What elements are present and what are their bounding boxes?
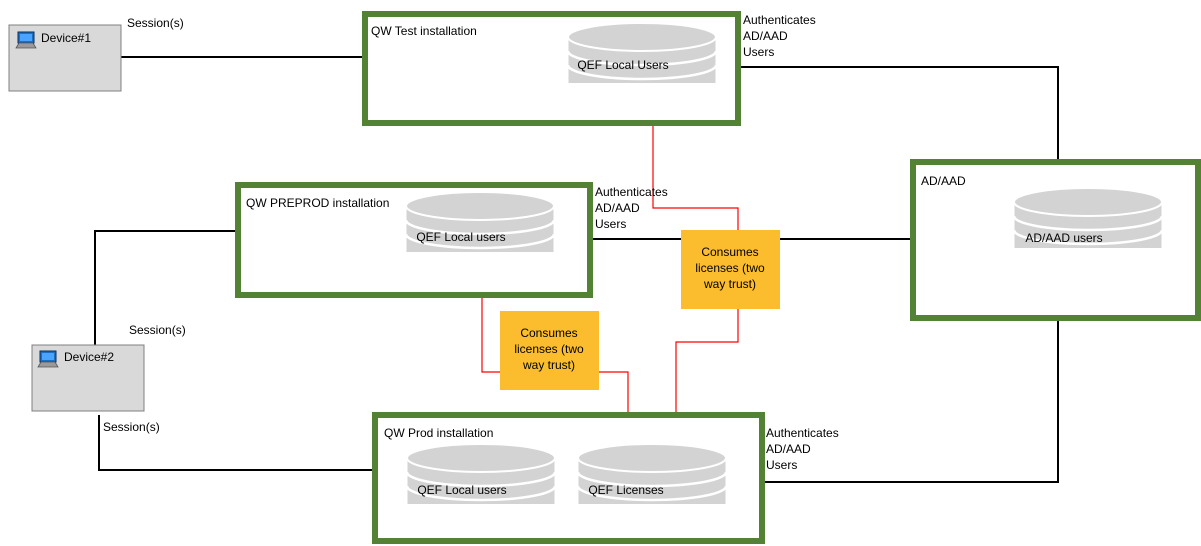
prod-local-users-label: QEF Local users bbox=[417, 483, 506, 497]
directory-box: AD/AAD AD/AAD users bbox=[910, 159, 1201, 321]
prod-installation: QW Prod installation QEF Local users QEF… bbox=[372, 412, 765, 544]
preprod-local-users-database: QEF Local users bbox=[404, 190, 556, 268]
computer-monitor-icon bbox=[37, 350, 59, 368]
directory-title: AD/AAD bbox=[921, 174, 966, 188]
auth-label-preprod: Authenticates AD/AAD Users bbox=[595, 185, 668, 231]
prod-licenses-label: QEF Licenses bbox=[588, 483, 663, 497]
directory-users-label: AD/AAD users bbox=[1025, 231, 1102, 245]
svg-text:AD/AAD: AD/AAD bbox=[743, 29, 788, 43]
svg-text:way trust): way trust) bbox=[703, 277, 756, 291]
auth-label-prod: Authenticates AD/AAD Users bbox=[766, 426, 839, 472]
device2-label: Device#2 bbox=[64, 350, 114, 364]
svg-text:Users: Users bbox=[766, 458, 797, 472]
svg-text:licenses (two: licenses (two bbox=[695, 261, 765, 275]
device1-label: Device#1 bbox=[41, 31, 91, 45]
test-installation: QW Test installation QEF Local Users bbox=[362, 11, 741, 126]
svg-text:Authenticates: Authenticates bbox=[595, 185, 668, 199]
preprod-installation-title: QW PREPROD installation bbox=[246, 196, 389, 210]
computer-monitor-icon bbox=[15, 31, 37, 49]
test-local-users-label: QEF Local Users bbox=[577, 58, 668, 72]
svg-text:Consumes: Consumes bbox=[520, 326, 577, 340]
svg-text:Users: Users bbox=[595, 217, 626, 231]
svg-text:Authenticates: Authenticates bbox=[743, 13, 816, 27]
directory-users-database: AD/AAD users bbox=[1012, 186, 1164, 264]
svg-text:way trust): way trust) bbox=[522, 358, 575, 372]
connector-test-directory bbox=[738, 66, 1059, 160]
session-label-device2-preprod: Session(s) bbox=[129, 323, 186, 337]
test-installation-title: QW Test installation bbox=[371, 24, 477, 38]
preprod-installation: QW PREPROD installation QEF Local users bbox=[235, 182, 593, 298]
connector-device2-preprod bbox=[94, 230, 238, 345]
prod-installation-title: QW Prod installation bbox=[384, 426, 493, 440]
svg-text:Consumes: Consumes bbox=[701, 245, 758, 259]
svg-text:AD/AAD: AD/AAD bbox=[595, 201, 640, 215]
device1-box: Device#1 bbox=[8, 24, 122, 92]
preprod-local-users-label: QEF Local users bbox=[416, 230, 505, 244]
auth-label-test: Authenticates AD/AAD Users bbox=[743, 13, 816, 59]
consumes-licenses-note-right: Consumes licenses (two way trust) bbox=[681, 230, 780, 309]
svg-text:Users: Users bbox=[743, 45, 774, 59]
session-label-device1: Session(s) bbox=[127, 16, 184, 30]
test-local-users-database: QEF Local Users bbox=[566, 21, 718, 99]
svg-text:Authenticates: Authenticates bbox=[766, 426, 839, 440]
connector-prod-directory bbox=[762, 321, 1059, 483]
svg-text:licenses (two: licenses (two bbox=[514, 342, 584, 356]
session-label-device2-prod: Session(s) bbox=[103, 420, 160, 434]
svg-text:AD/AAD: AD/AAD bbox=[766, 442, 811, 456]
device2-box: Device#2 bbox=[31, 344, 145, 412]
connector-device2-prod bbox=[98, 415, 375, 471]
prod-local-users-database: QEF Local users bbox=[405, 442, 557, 520]
consumes-licenses-note-left: Consumes licenses (two way trust) bbox=[500, 311, 599, 390]
prod-licenses-database: QEF Licenses bbox=[576, 442, 728, 520]
